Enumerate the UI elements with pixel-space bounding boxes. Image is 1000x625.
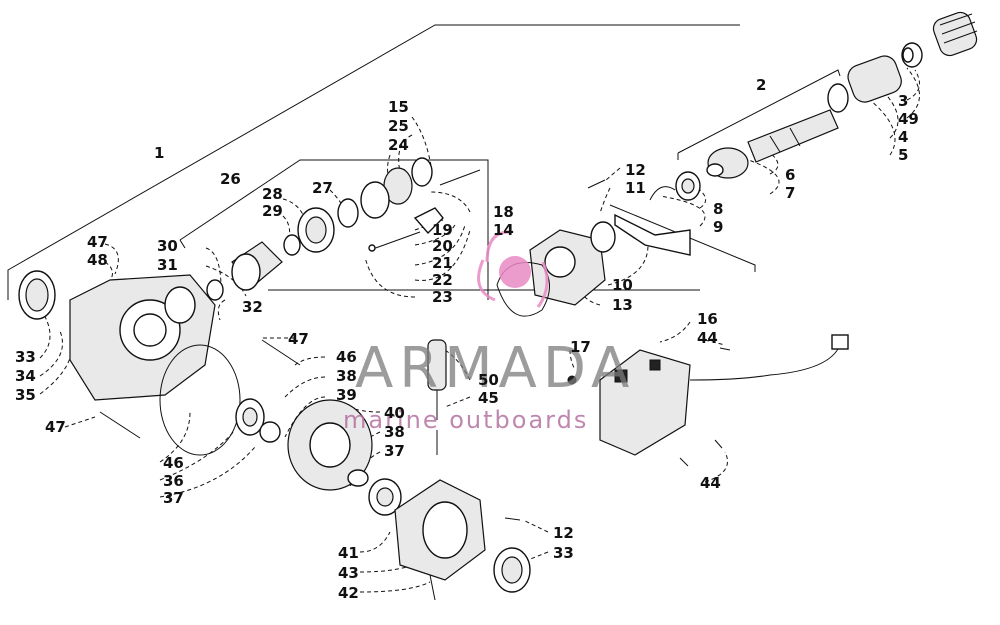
callout-46-top: 46 xyxy=(336,348,357,366)
callout-3: 3 xyxy=(898,92,908,110)
callout-38-low: 38 xyxy=(384,423,405,441)
callout-27: 27 xyxy=(312,179,333,197)
callout-12-low: 12 xyxy=(553,524,574,542)
callout-26: 26 xyxy=(220,170,241,188)
watermark-tagline: marine outboards xyxy=(343,406,588,434)
callout-17: 17 xyxy=(570,338,591,356)
watermark-brand: ARMADA xyxy=(355,336,635,401)
callout-9: 9 xyxy=(713,218,723,236)
callout-45: 45 xyxy=(478,389,499,407)
callout-43: 43 xyxy=(338,564,359,582)
watermark: ARMADA marine outboards xyxy=(343,230,635,434)
callout-23: 23 xyxy=(432,288,453,306)
callout-13: 13 xyxy=(612,296,633,314)
callout-41: 41 xyxy=(338,544,359,562)
callout-11: 11 xyxy=(625,179,646,197)
callout-32: 32 xyxy=(242,298,263,316)
callout-8: 8 xyxy=(713,200,723,218)
callout-47-mid: 47 xyxy=(288,330,309,348)
callout-5: 5 xyxy=(898,146,908,164)
callout-35: 35 xyxy=(15,386,36,404)
callout-16: 16 xyxy=(697,310,718,328)
callout-21: 21 xyxy=(432,254,453,272)
callout-6: 6 xyxy=(785,166,795,184)
callout-30: 30 xyxy=(157,237,178,255)
callout-labels: 1 2 3 49 4 5 6 7 8 9 12 11 10 13 14 18 1… xyxy=(15,76,919,602)
callout-29: 29 xyxy=(262,202,283,220)
callout-39: 39 xyxy=(336,386,357,404)
leader-lines xyxy=(39,67,920,593)
parts-art xyxy=(18,11,978,601)
callout-14: 14 xyxy=(493,221,514,239)
callout-49: 49 xyxy=(898,110,919,128)
callout-4: 4 xyxy=(898,128,908,146)
callout-47-low: 47 xyxy=(45,418,66,436)
callout-2: 2 xyxy=(756,76,766,94)
callout-24: 24 xyxy=(388,136,409,154)
callout-44-low: 44 xyxy=(700,474,721,492)
assembly-brackets xyxy=(7,24,841,300)
callout-31: 31 xyxy=(157,256,178,274)
callout-50: 50 xyxy=(478,371,499,389)
callout-33-left: 33 xyxy=(15,348,36,366)
callout-15: 15 xyxy=(388,98,409,116)
armada-logo-icon xyxy=(477,230,549,308)
callout-18: 18 xyxy=(493,203,514,221)
callout-12-top: 12 xyxy=(625,161,646,179)
callout-37-mid: 37 xyxy=(384,442,405,460)
callout-37-left: 37 xyxy=(163,489,184,507)
callout-42: 42 xyxy=(338,584,359,602)
callout-1: 1 xyxy=(154,144,164,162)
callout-10: 10 xyxy=(612,276,633,294)
callout-28: 28 xyxy=(262,185,283,203)
callout-25: 25 xyxy=(388,117,409,135)
callout-40: 40 xyxy=(384,404,405,422)
callout-38-top: 38 xyxy=(336,367,357,385)
callout-48: 48 xyxy=(87,251,108,269)
callout-33-low: 33 xyxy=(553,544,574,562)
callout-19: 19 xyxy=(432,221,453,239)
callout-46-low: 46 xyxy=(163,454,184,472)
callout-44-top: 44 xyxy=(697,329,718,347)
callout-22: 22 xyxy=(432,271,453,289)
callout-20: 20 xyxy=(432,237,453,255)
callout-34: 34 xyxy=(15,367,36,385)
callout-47-top: 47 xyxy=(87,233,108,251)
callout-36: 36 xyxy=(163,472,184,490)
callout-7: 7 xyxy=(785,184,795,202)
bellows-boot xyxy=(932,11,978,57)
